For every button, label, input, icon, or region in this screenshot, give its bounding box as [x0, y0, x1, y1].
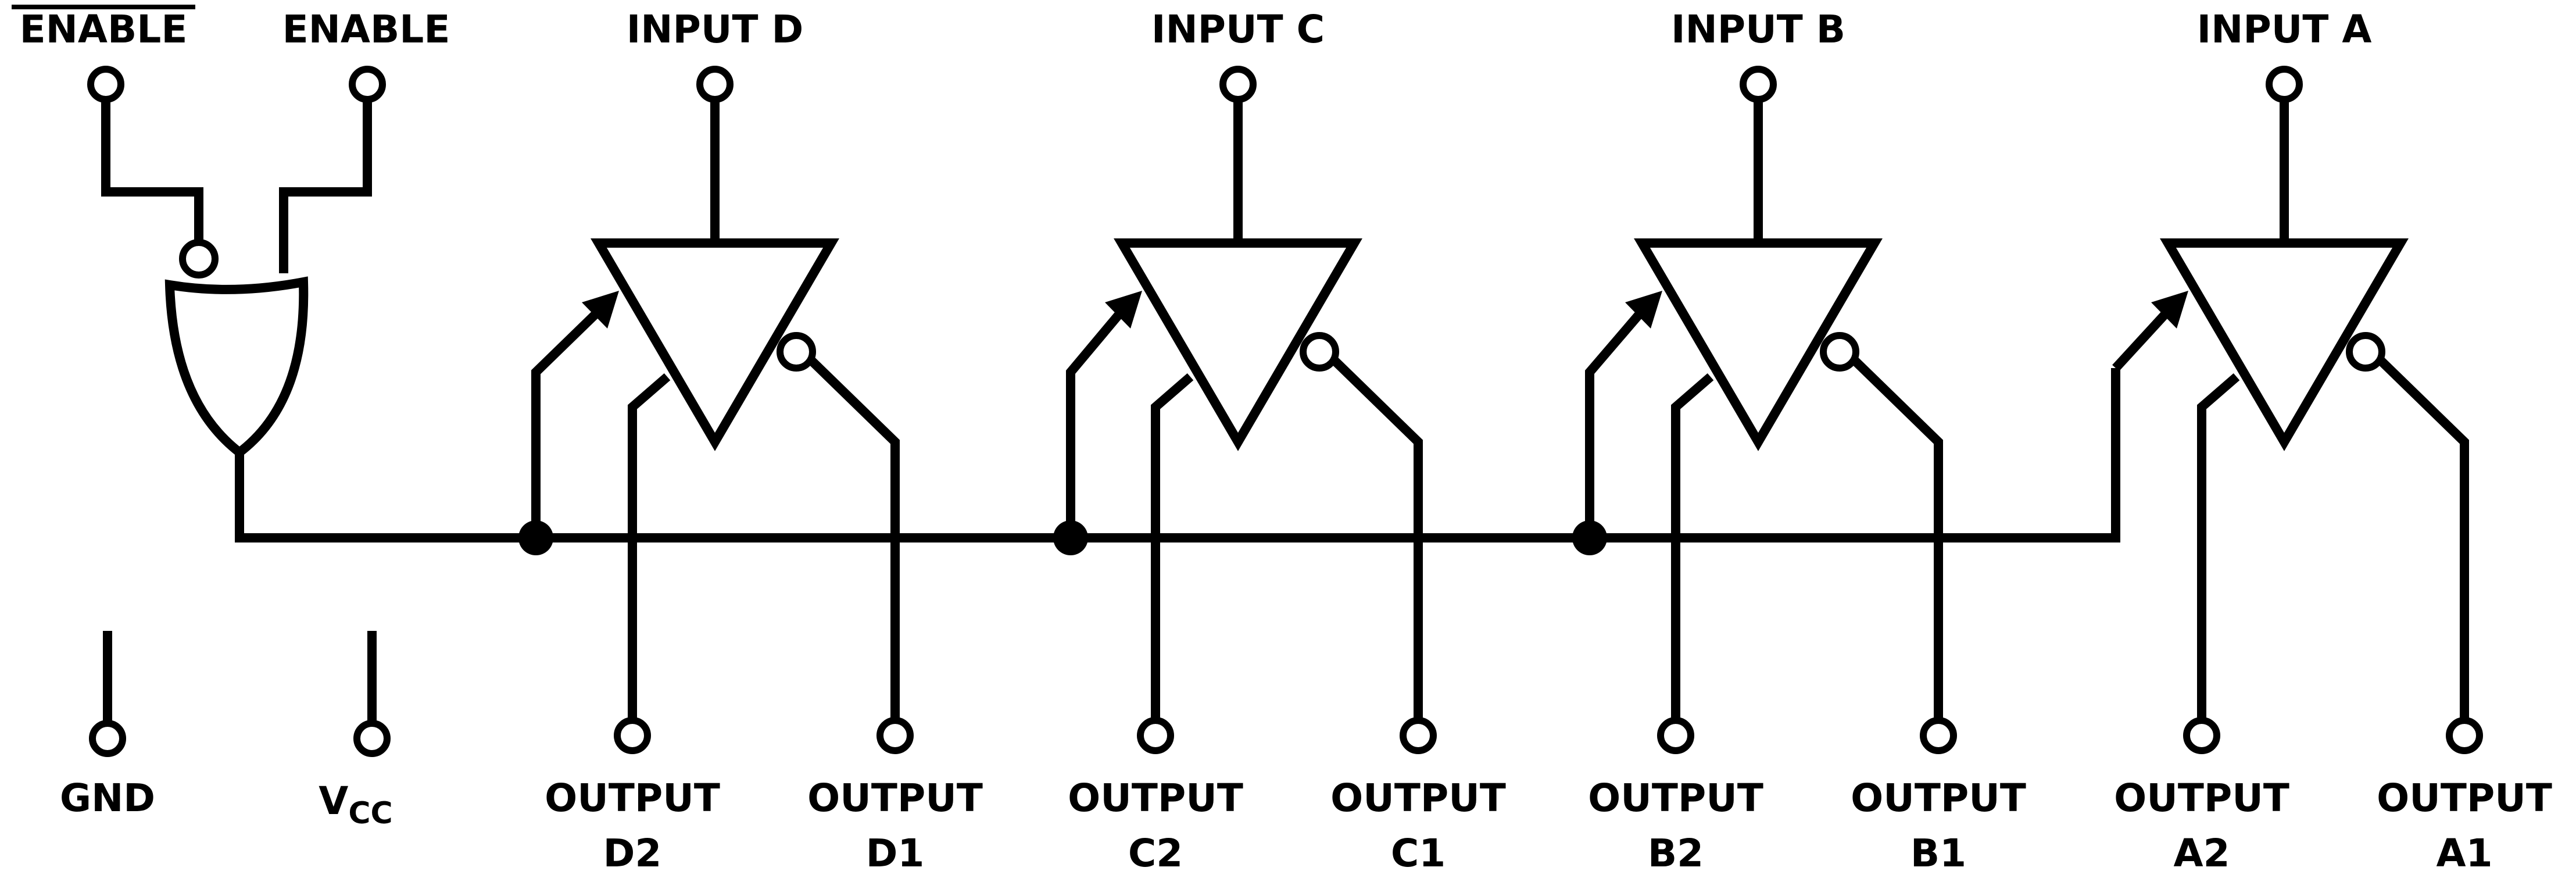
driver-d-enable-arrowhead	[582, 291, 619, 329]
enable-wire	[279, 99, 372, 273]
or-gate	[164, 276, 309, 459]
output-d1-label: OUTPUT	[807, 776, 983, 820]
output-d1-wire	[808, 357, 900, 721]
output-b1-label: OUTPUT	[1851, 776, 2026, 820]
driver-a-enable-arrowhead	[2151, 291, 2188, 329]
driver-a-inversion-bubble	[2346, 332, 2385, 372]
enable-bar-pin[interactable]	[87, 66, 124, 103]
output-a2-id: A2	[2173, 831, 2230, 876]
enable-label: ENABLE	[282, 7, 450, 52]
driver-a-enable-line	[2112, 308, 2171, 372]
driver-c-inversion-bubble	[1300, 332, 1339, 372]
output-d2-pin[interactable]	[614, 717, 651, 754]
output-a2-pin[interactable]	[2183, 717, 2220, 754]
output-b1-id: B1	[1910, 831, 1966, 876]
output-b2-id: B2	[1648, 831, 1704, 876]
driver-d-inversion-bubble	[777, 332, 816, 372]
input-c-label: INPUT C	[1151, 7, 1325, 52]
driver-c-enable-line	[1066, 308, 1126, 538]
input-d-label: INPUT D	[627, 7, 804, 52]
channel-d: INPUT D OUTPUT D2 OUTPUT D1	[531, 7, 983, 876]
gnd-pin[interactable]	[89, 720, 126, 757]
driver-d-triangle	[591, 238, 839, 451]
channel-c: INPUT C OUTPUT C2 OUTPUT C1	[1066, 7, 1506, 876]
driver-c-enable-arrowhead	[1105, 291, 1142, 329]
enable-bus	[235, 368, 2120, 542]
driver-d-enable-line	[531, 308, 602, 538]
output-b2-label: OUTPUT	[1588, 776, 1763, 820]
output-c1-label: OUTPUT	[1330, 776, 1506, 820]
output-a1-label: OUTPUT	[2377, 776, 2552, 820]
driver-b-enable-line	[1585, 308, 1646, 538]
enable-pin[interactable]	[349, 66, 386, 103]
output-c1-pin[interactable]	[1400, 717, 1437, 754]
input-c-pin[interactable]	[1219, 66, 1257, 103]
output-c2-wire	[1151, 373, 1194, 721]
output-d1-pin[interactable]	[876, 717, 914, 754]
input-a-label: INPUT A	[2197, 7, 2372, 52]
output-c1-wire	[1331, 357, 1423, 721]
gnd-label: GND	[60, 776, 155, 820]
enable-inputs: ENABLE ENABLE	[12, 5, 2120, 542]
output-b1-pin[interactable]	[1920, 717, 1957, 754]
input-d-pin[interactable]	[696, 66, 734, 103]
driver-b-inversion-bubble	[1820, 332, 1859, 372]
output-a1-wire	[2377, 357, 2469, 721]
driver-b-enable-arrowhead	[1625, 291, 1662, 329]
enable-bar-label: ENABLE	[20, 7, 188, 52]
input-b-pin[interactable]	[1740, 66, 1777, 103]
output-d2-id: D2	[603, 831, 662, 876]
output-a2-wire	[2197, 373, 2240, 721]
output-a1-pin[interactable]	[2446, 717, 2483, 754]
output-c2-id: C2	[1128, 831, 1183, 876]
output-d2-label: OUTPUT	[545, 776, 720, 820]
input-a-pin[interactable]	[2266, 66, 2303, 103]
channel-b: INPUT B OUTPUT B2 OUTPUT B1	[1585, 7, 2026, 876]
driver-c-triangle	[1114, 238, 1362, 451]
output-a2-label: OUTPUT	[2114, 776, 2289, 820]
output-c2-label: OUTPUT	[1068, 776, 1243, 820]
vcc-pin[interactable]	[353, 720, 391, 757]
driver-b-triangle	[1634, 238, 1883, 451]
output-b2-wire	[1671, 373, 1714, 721]
input-b-label: INPUT B	[1671, 7, 1845, 52]
output-d2-wire	[628, 373, 671, 721]
power-pins: GND VCC	[60, 631, 393, 831]
output-b2-pin[interactable]	[1657, 717, 1694, 754]
output-c2-pin[interactable]	[1137, 717, 1174, 754]
enable-bar-inversion-bubble	[179, 239, 219, 279]
output-a1-id: A1	[2436, 831, 2492, 876]
output-d1-id: D1	[866, 831, 925, 876]
driver-a-triangle	[2160, 238, 2409, 451]
enable-bar-wire	[101, 99, 203, 250]
output-c1-id: C1	[1391, 831, 1446, 876]
vcc-label: VCC	[319, 779, 392, 831]
channel-a: INPUT A OUTPUT A2 OUTPUT A1	[2112, 7, 2552, 876]
output-b1-wire	[1851, 357, 1943, 721]
